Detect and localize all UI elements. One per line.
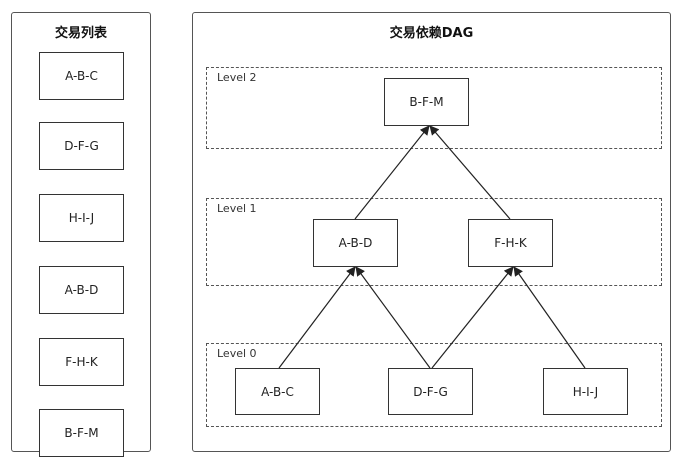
dag-node-hij: H-I-J [543, 368, 628, 415]
level-1-label: Level 1 [217, 202, 257, 215]
level-2-group: Level 2 [206, 67, 662, 149]
dag-node-abd: A-B-D [313, 219, 398, 267]
list-item-abd: A-B-D [39, 266, 124, 314]
edge-abd-to-bfm [354, 125, 430, 220]
dag-node-abc: A-B-C [235, 368, 320, 415]
edge-dfg-to-abd [355, 266, 431, 369]
level-1-group: Level 1 [206, 198, 662, 286]
level-2-label: Level 2 [217, 71, 257, 84]
dag-title: 交易依赖DAG [389, 26, 474, 41]
list-item-fhk: F-H-K [39, 338, 124, 386]
dag-edges [278, 125, 586, 369]
edge-hij-to-fhk [513, 266, 586, 369]
transaction-list-title: 交易列表 [54, 26, 107, 41]
list-item-abc: A-B-C [39, 52, 124, 100]
level-0-group: Level 0 [206, 343, 662, 427]
dag-node-dfg: D-F-G [388, 368, 473, 415]
list-item-dfg: D-F-G [39, 122, 124, 170]
dag-node-fhk: F-H-K [468, 219, 553, 267]
dag-node-bfm: B-F-M [384, 78, 469, 126]
list-item-hij: H-I-J [39, 194, 124, 242]
edge-abc-to-abd [278, 266, 356, 369]
level-0-label: Level 0 [217, 347, 257, 360]
edge-dfg-to-fhk [431, 266, 514, 369]
edge-fhk-to-bfm [429, 125, 511, 220]
